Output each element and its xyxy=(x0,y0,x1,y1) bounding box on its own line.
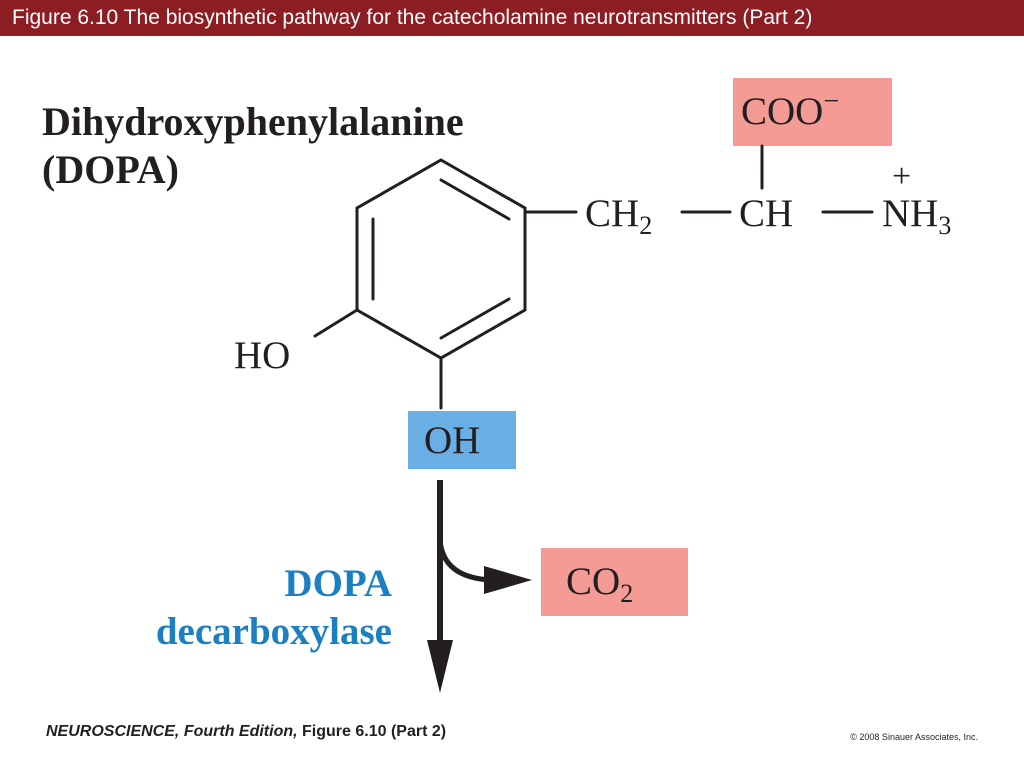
book-edition: Fourth Edition, xyxy=(183,723,298,740)
hydroxyl-left: HO xyxy=(234,334,291,377)
co2-release-arrow xyxy=(437,539,493,583)
figure-reference: Figure 6.10 (Part 2) xyxy=(302,723,447,740)
source-citation: NEUROSCIENCE, Fourth Edition, Figure 6.1… xyxy=(46,723,446,741)
carboxylate-charge: − xyxy=(823,86,840,117)
compound-name-line1: Dihydroxyphenylalanine xyxy=(42,99,464,144)
benzene-ring xyxy=(355,158,527,360)
compound-name-line2: (DOPA) xyxy=(42,147,179,192)
ammonium-charge: + xyxy=(892,158,912,195)
figure-title-bar: Figure 6.10 The biosynthetic pathway for… xyxy=(0,0,1024,36)
copyright-notice: © 2008 Sinauer Associates, Inc. xyxy=(850,732,978,742)
enzyme-label-line1: DOPA xyxy=(284,562,392,605)
carboxylate-group: COO− xyxy=(741,86,840,133)
ammonium-group: NH3 xyxy=(882,192,952,240)
ring-double-bond-top xyxy=(439,178,511,221)
bond-ring-ho xyxy=(313,308,359,338)
reaction-arrow-head xyxy=(427,640,453,693)
co2-highlight xyxy=(541,548,688,616)
co2-release-arrow-head xyxy=(484,566,532,594)
figure-title: Figure 6.10 The biosynthetic pathway for… xyxy=(12,6,813,29)
ring-double-bond-bottom xyxy=(439,297,511,340)
ch-group: CH xyxy=(739,192,794,235)
co2-byproduct: CO2 xyxy=(566,560,634,608)
ch2-group: CH2 xyxy=(585,192,653,240)
carboxylate-highlight xyxy=(733,78,892,146)
hydroxyl-highlight xyxy=(408,411,516,469)
hydroxyl-bottom: OH xyxy=(424,419,481,462)
compound-name: Dihydroxyphenylalanine (DOPA) xyxy=(42,98,464,194)
enzyme-label-line2: decarboxylase xyxy=(155,610,392,653)
book-title: NEUROSCIENCE, xyxy=(46,723,180,740)
enzyme-label: DOPA decarboxylase xyxy=(96,560,392,656)
